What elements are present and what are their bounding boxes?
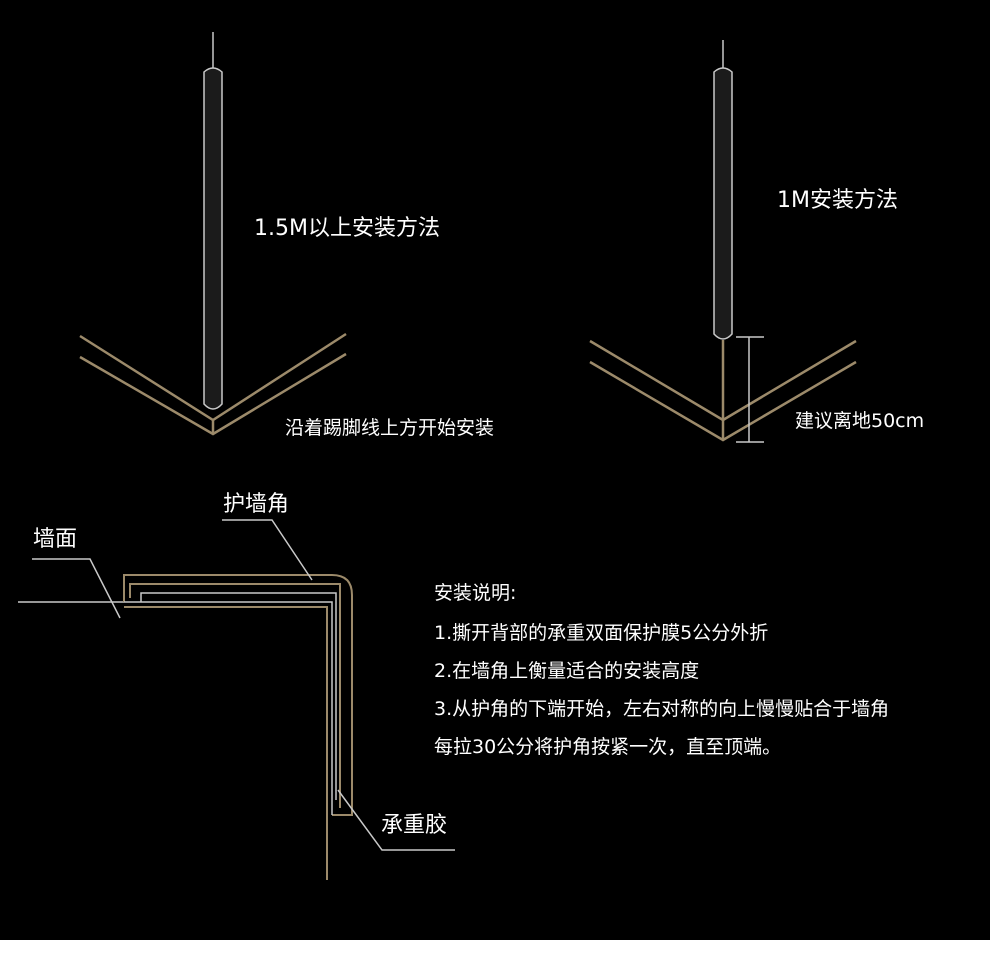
leader-wall <box>32 558 121 619</box>
leader-glue <box>337 789 455 851</box>
top-left-illustration <box>79 32 347 436</box>
leader-guard <box>222 519 313 581</box>
cross-section-illustration <box>18 519 455 880</box>
instruction-step-4: 每拉30公分将护角按紧一次，直至顶端。 <box>434 736 782 758</box>
instructions-heading: 安装说明: <box>434 582 517 604</box>
top-left-title: 1.5M以上安装方法 <box>254 216 440 241</box>
corner-guard-bar <box>713 67 733 340</box>
label-glue: 承重胶 <box>381 813 448 838</box>
label-guard: 护墙角 <box>223 492 290 517</box>
corner-guard-profile <box>123 574 353 816</box>
top-left-note: 沿着踢脚线上方开始安装 <box>285 417 495 439</box>
top-right-title: 1M安装方法 <box>777 188 898 213</box>
instruction-step-1: 1.撕开背部的承重双面保护膜5公分外折 <box>434 622 769 644</box>
label-wall: 墙面 <box>33 527 78 552</box>
installation-instructions: 安装说明: 1.撕开背部的承重双面保护膜5公分外折 2.在墙角上衡量适合的安装高… <box>434 582 889 774</box>
instruction-step-3: 3.从护角的下端开始，左右对称的向上慢慢贴合于墙角 <box>434 698 890 720</box>
wall-corner-inner <box>124 606 328 880</box>
glue-layer <box>140 592 337 800</box>
top-right-note: 建议离地50cm <box>795 410 925 432</box>
wall-corner-outer <box>124 601 333 815</box>
corner-guard-inner <box>129 583 341 808</box>
corner-guard-bar <box>203 67 223 410</box>
top-right-illustration <box>589 40 857 443</box>
instruction-step-2: 2.在墙角上衡量适合的安装高度 <box>434 660 700 682</box>
